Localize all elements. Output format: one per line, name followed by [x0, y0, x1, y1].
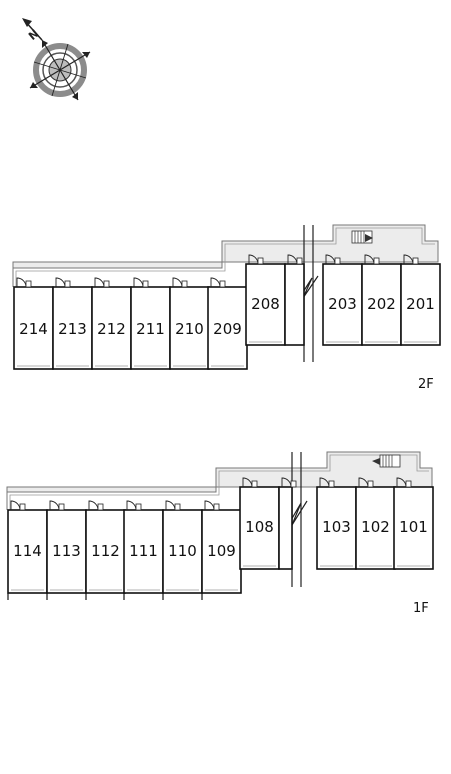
unit-unlabeled [284, 254, 305, 346]
unit-101: 101 [393, 477, 434, 570]
door-icon [364, 254, 380, 265]
unit-202: 202 [361, 254, 402, 346]
unit-number-102: 102 [361, 518, 390, 536]
staircase-icon [372, 454, 401, 468]
door-icon [325, 254, 341, 265]
door-icon [133, 277, 149, 288]
unit-209: 209 [207, 277, 248, 370]
unit-114: 114 [7, 500, 48, 594]
door-icon [396, 477, 412, 488]
unit-111: 111 [123, 500, 164, 594]
unit-208: 208 [245, 254, 286, 346]
floor-label-2f: 2F [418, 377, 434, 392]
unit-number-111: 111 [129, 542, 158, 560]
unit-number-103: 103 [322, 518, 351, 536]
unit-211: 211 [130, 277, 171, 370]
door-icon [165, 500, 181, 511]
unit-201: 201 [400, 254, 441, 346]
door-icon [55, 277, 71, 288]
unit-number-208: 208 [251, 295, 280, 313]
unit-108: 108 [239, 477, 280, 570]
compass-rose-icon: N [22, 18, 91, 101]
unit-number-101: 101 [399, 518, 428, 536]
unit-203: 203 [322, 254, 363, 346]
door-icon [358, 477, 374, 488]
unit-110: 110 [162, 500, 203, 594]
unit-103: 103 [316, 477, 357, 570]
unit-number-109: 109 [207, 542, 236, 560]
unit-214: 214 [13, 277, 54, 370]
unit-109: 109 [201, 500, 242, 594]
floor-label-1f: 1F [413, 601, 429, 616]
door-icon [172, 277, 188, 288]
unit-number-210: 210 [175, 320, 204, 338]
unit-unlabeled [278, 477, 297, 570]
compass-north-letter: N [26, 27, 41, 43]
door-icon [16, 277, 32, 288]
unit-number-213: 213 [58, 320, 87, 338]
door-icon [403, 254, 419, 265]
unit-213: 213 [52, 277, 93, 370]
door-icon [242, 477, 258, 488]
unit-number-203: 203 [328, 295, 357, 313]
unit-number-202: 202 [367, 295, 396, 313]
door-icon [210, 277, 226, 288]
floor-1f: 114 113 112 111 110 109 108 103 102 101 1F [6, 451, 434, 616]
door-icon [248, 254, 264, 265]
unit-number-110: 110 [168, 542, 197, 560]
unit-number-114: 114 [13, 542, 42, 560]
unit-113: 113 [46, 500, 87, 594]
staircase-icon [351, 230, 373, 244]
unit-112: 112 [85, 500, 126, 594]
door-icon [88, 500, 104, 511]
unit-210: 210 [169, 277, 210, 370]
door-icon [94, 277, 110, 288]
unit-number-112: 112 [91, 542, 120, 560]
corridor-2f [12, 224, 439, 287]
door-icon [49, 500, 65, 511]
unit-number-211: 211 [136, 320, 165, 338]
door-icon [10, 500, 26, 511]
unit-number-209: 209 [213, 320, 242, 338]
unit-102: 102 [355, 477, 396, 570]
floor-2f: 214 213 212 211 210 209 208 203 202 201 2F [12, 224, 441, 392]
door-icon [126, 500, 142, 511]
door-icon [319, 477, 335, 488]
door-icon [281, 477, 297, 488]
unit-number-214: 214 [19, 320, 48, 338]
door-icon [287, 254, 303, 265]
unit-number-108: 108 [245, 518, 274, 536]
door-icon [204, 500, 220, 511]
unit-number-212: 212 [97, 320, 126, 338]
unit-number-201: 201 [406, 295, 435, 313]
unit-212: 212 [91, 277, 132, 370]
unit-number-113: 113 [52, 542, 81, 560]
